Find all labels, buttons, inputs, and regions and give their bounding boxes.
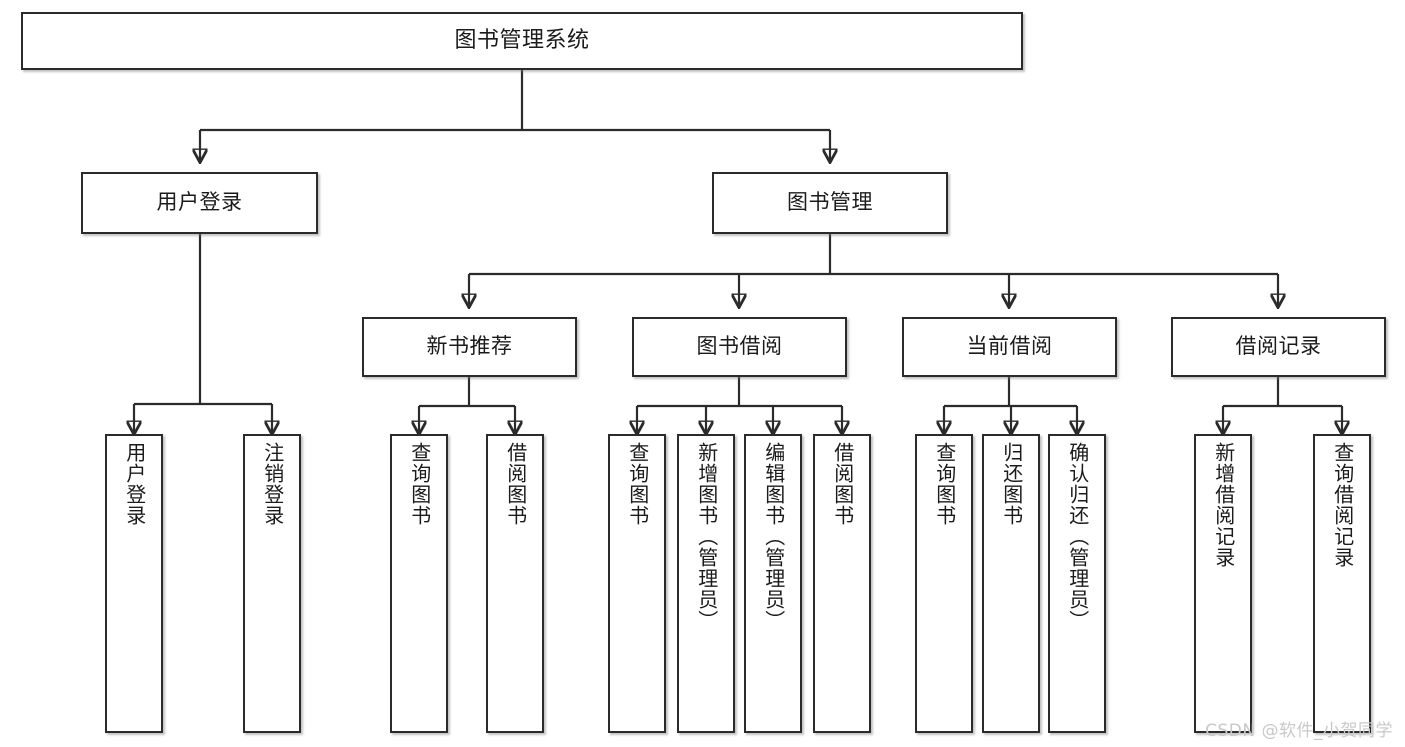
node-borrow-record[interactable]: 借阅记录 (1171, 317, 1386, 377)
leaf-user-login-logout[interactable]: 注销登录 (243, 434, 301, 733)
node-label: 注销登录 (260, 442, 285, 526)
node-book-borrow[interactable]: 图书借阅 (632, 317, 847, 377)
node-book-management[interactable]: 图书管理 (712, 172, 948, 234)
leaf-recommend-query-book[interactable]: 查询图书 (390, 434, 448, 733)
node-label: 新增借阅记录 (1211, 442, 1236, 568)
node-label: 查询图书 (407, 442, 432, 526)
leaf-record-add-record[interactable]: 新增借阅记录 (1194, 434, 1252, 733)
node-label: 借阅记录 (1235, 334, 1322, 359)
node-root-system[interactable]: 图书管理系统 (21, 12, 1023, 70)
node-label: 归还图书 (999, 442, 1024, 526)
node-label: 图书管理 (787, 190, 873, 215)
node-label: 用户登录 (122, 442, 147, 526)
leaf-user-login-login[interactable]: 用户登录 (105, 434, 163, 733)
leaf-recommend-borrow-book[interactable]: 借阅图书 (486, 434, 544, 733)
leaf-borrow-edit-book-admin[interactable]: 编辑图书（管理员） (744, 434, 802, 733)
leaf-borrow-query-book[interactable]: 查询图书 (608, 434, 666, 733)
leaf-borrow-add-book-admin[interactable]: 新增图书（管理员） (677, 434, 735, 733)
watermark: CSDN @软件_小贺同学 (1205, 721, 1393, 741)
node-user-login[interactable]: 用户登录 (81, 172, 318, 234)
leaf-current-query-book[interactable]: 查询图书 (915, 434, 973, 733)
node-label: 确认归还（管理员） (1065, 442, 1090, 631)
node-label: 编辑图书（管理员） (761, 442, 786, 631)
node-label: 用户登录 (156, 190, 243, 215)
node-label: 新书推荐 (426, 334, 513, 359)
node-current-borrow[interactable]: 当前借阅 (902, 317, 1117, 377)
node-new-book-recommend[interactable]: 新书推荐 (362, 317, 577, 377)
node-label: 借阅图书 (830, 442, 855, 526)
node-label: 图书借阅 (696, 334, 783, 359)
node-label: 当前借阅 (966, 334, 1053, 359)
node-label: 借阅图书 (503, 442, 528, 526)
leaf-current-confirm-return-admin[interactable]: 确认归还（管理员） (1048, 434, 1106, 733)
leaf-borrow-borrow-book[interactable]: 借阅图书 (813, 434, 871, 733)
node-label: 图书管理系统 (454, 27, 590, 53)
leaf-record-query-record[interactable]: 查询借阅记录 (1313, 434, 1371, 733)
node-label: 查询图书 (932, 442, 957, 526)
node-label: 新增图书（管理员） (694, 442, 719, 631)
node-label: 查询图书 (625, 442, 650, 526)
leaf-current-return-book[interactable]: 归还图书 (982, 434, 1040, 733)
node-label: 查询借阅记录 (1330, 442, 1355, 568)
